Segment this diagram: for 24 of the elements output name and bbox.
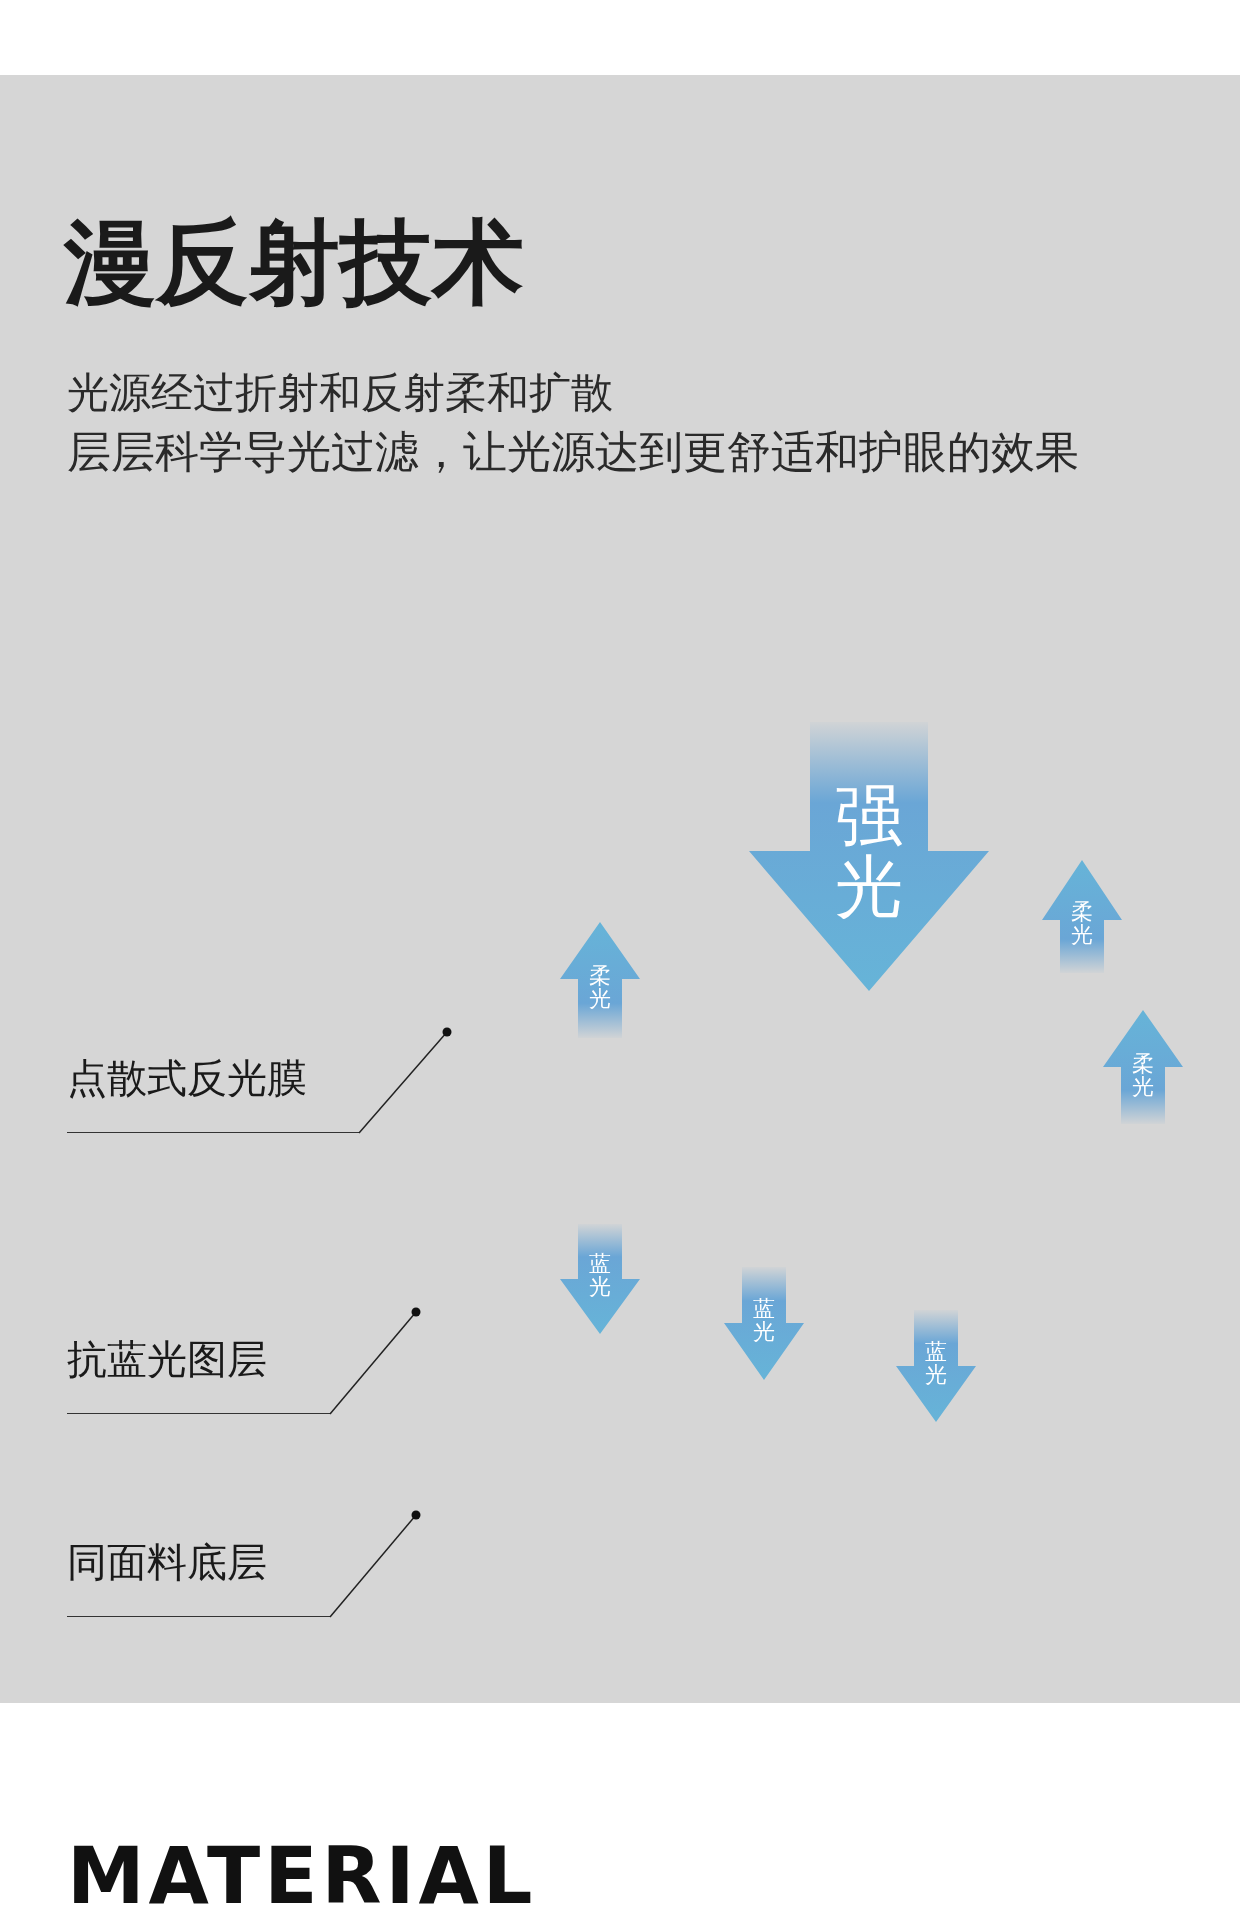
heading: MATERIAL <box>67 1830 537 1920</box>
falling-light-beam <box>749 722 989 991</box>
arrow-label: 柔光 <box>1131 1052 1155 1099</box>
arrow-label: 强光 <box>834 780 904 923</box>
leader-line <box>329 1307 421 1415</box>
title: 漫反射技术 <box>64 212 524 314</box>
subtitle: 层层科学导光过滤，让光源达到更舒适和护眼的效果 <box>67 426 1079 479</box>
falling-light-beam <box>896 1310 976 1422</box>
arrow-label: 柔光 <box>1070 900 1094 947</box>
arrow-label: 蓝光 <box>924 1340 948 1387</box>
leader-line <box>329 1510 421 1618</box>
falling-light-beam <box>724 1267 804 1380</box>
layer-label: 点散式反光膜 <box>67 1052 359 1133</box>
layer-label: 同面料底层 <box>67 1536 330 1617</box>
arrow-label: 蓝光 <box>752 1297 776 1344</box>
leader-line <box>358 1027 452 1134</box>
arrow-label: 蓝光 <box>588 1252 612 1299</box>
rising-light-beam <box>560 922 640 1038</box>
falling-light-beam <box>560 1224 640 1334</box>
layer-label: 抗蓝光图层 <box>67 1333 330 1414</box>
rising-light-beam <box>1103 1010 1183 1124</box>
rising-light-beam <box>1042 860 1122 973</box>
subtitle: 光源经过折射和反射柔和扩散 <box>67 368 613 419</box>
arrow-label: 柔光 <box>588 964 612 1011</box>
